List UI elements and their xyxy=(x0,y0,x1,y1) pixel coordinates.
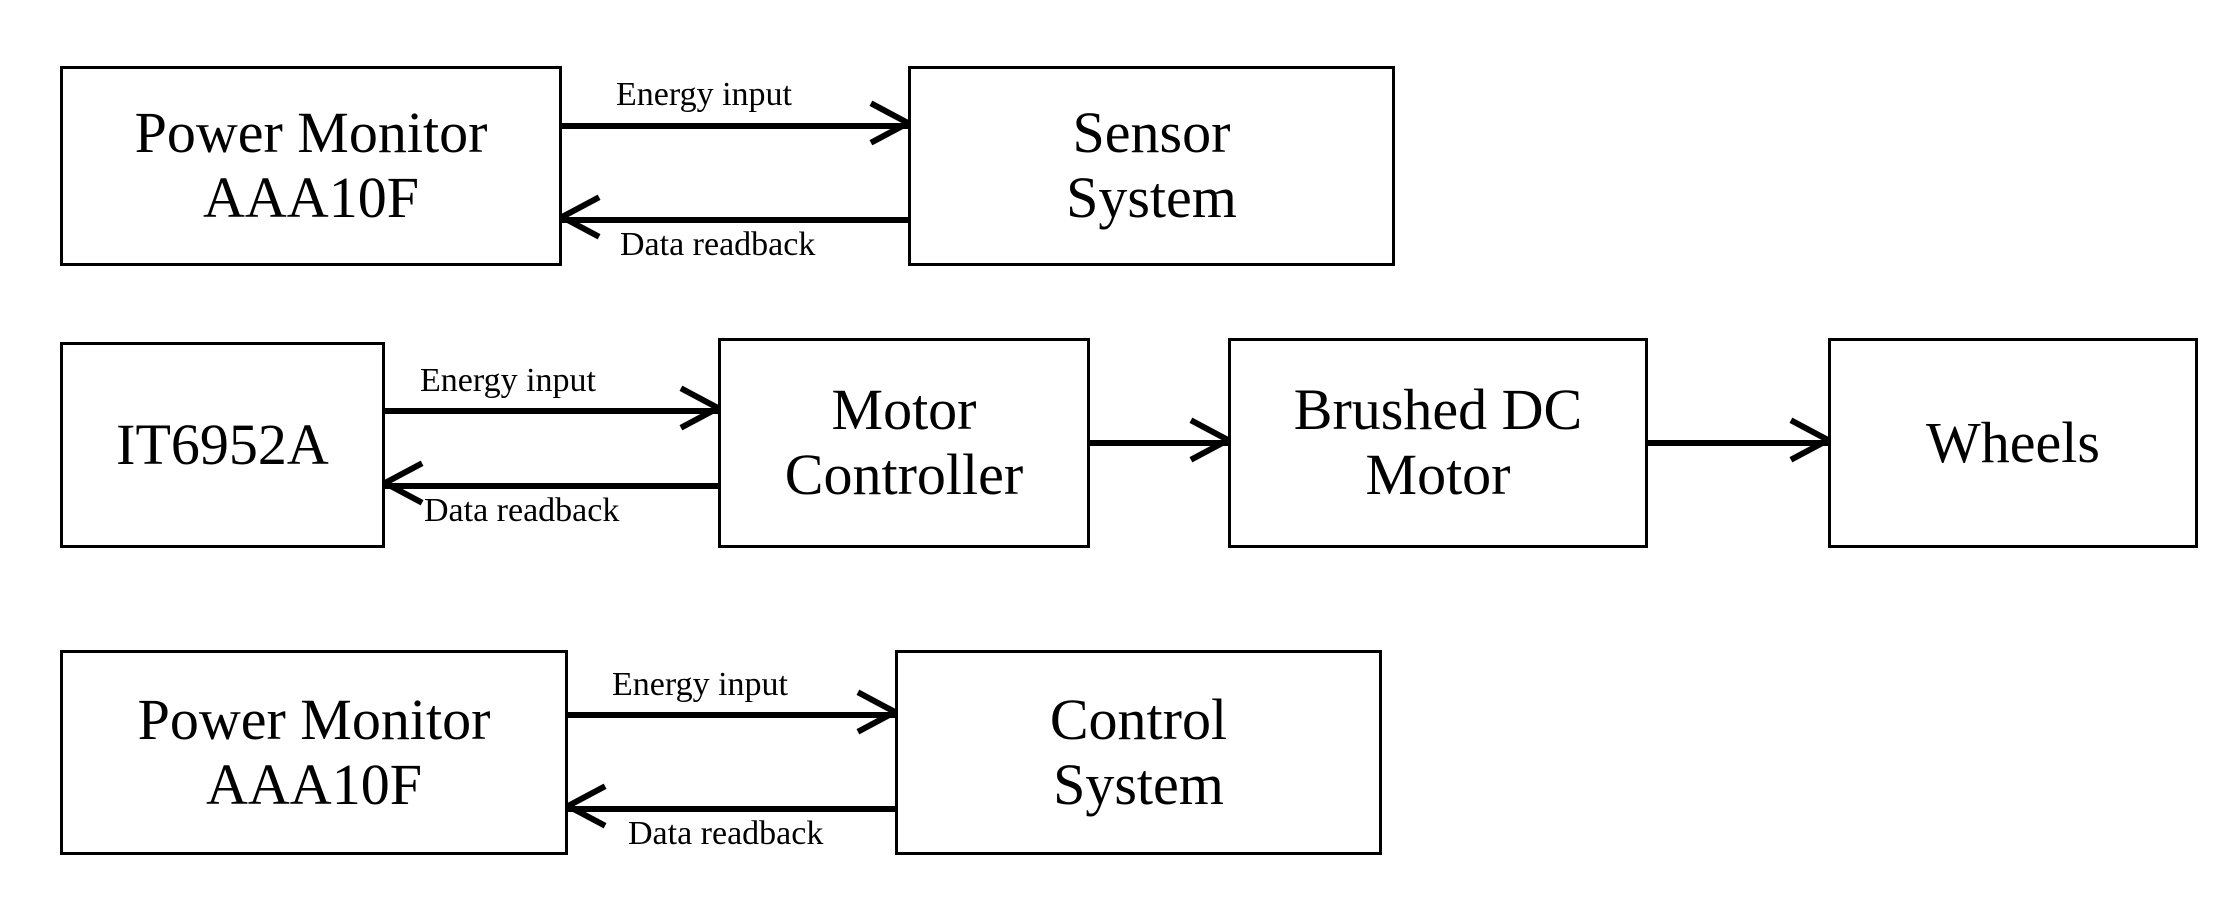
block-label-line2: AAA10F xyxy=(206,751,422,817)
connector-shaft xyxy=(568,712,895,718)
block-label-line1: Sensor xyxy=(1072,100,1231,166)
block-it6952a: IT6952A xyxy=(60,342,385,548)
block-power-monitor-control: Power Monitor AAA10F xyxy=(60,650,568,855)
block-motor-controller: Motor Controller xyxy=(718,338,1090,548)
connector-shaft xyxy=(385,483,718,489)
connector-shaft xyxy=(562,217,908,223)
connector-shaft xyxy=(1090,440,1228,446)
block-sensor-system: Sensor System xyxy=(908,66,1395,266)
block-label-line1: Power Monitor xyxy=(134,100,488,166)
block-brushed-dc-motor: Brushed DC Motor xyxy=(1228,338,1648,548)
block-label-line1: IT6952A xyxy=(116,411,329,477)
block-label-line1: Wheels xyxy=(1926,409,2100,475)
block-power-monitor-sensor: Power Monitor AAA10F xyxy=(60,66,562,266)
connector-shaft xyxy=(568,806,895,812)
edge-label-energy-input-sensor: Energy input xyxy=(616,76,792,113)
block-label-line1: Control xyxy=(1049,686,1228,752)
edge-label-energy-input-motor: Energy input xyxy=(420,362,596,399)
block-label-line2: Motor xyxy=(1365,442,1511,507)
connector-shaft xyxy=(1648,440,1828,446)
connector-shaft xyxy=(562,123,908,129)
block-control-system: Control System xyxy=(895,650,1382,855)
block-label-line1: Brushed DC xyxy=(1293,377,1583,443)
edge-label-data-readback-control: Data readback xyxy=(628,815,824,852)
block-label-line1: Power Monitor xyxy=(137,686,491,752)
block-label-line2: AAA10F xyxy=(203,165,419,230)
edge-label-energy-input-control: Energy input xyxy=(612,666,788,703)
edge-label-data-readback-sensor: Data readback xyxy=(620,226,816,263)
block-label-line2: System xyxy=(1066,165,1237,230)
block-wheels: Wheels xyxy=(1828,338,2198,548)
block-label-line2: Controller xyxy=(784,442,1024,507)
block-label-line2: System xyxy=(1053,751,1224,817)
edge-label-data-readback-motor: Data readback xyxy=(424,492,620,529)
connector-shaft xyxy=(385,408,718,414)
block-label-line1: Motor xyxy=(831,377,977,443)
